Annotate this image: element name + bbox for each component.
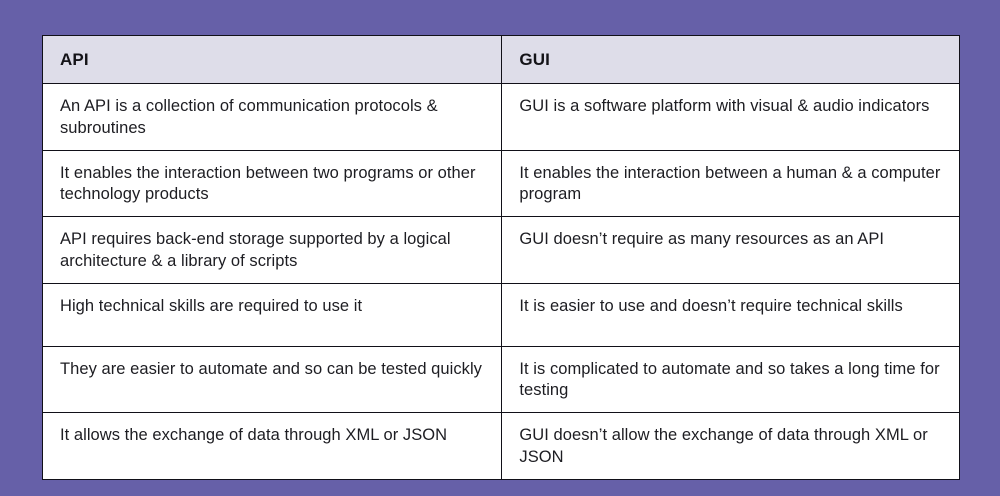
column-header-gui: GUI <box>501 35 960 84</box>
cell-api-3: API requires back-end storage supported … <box>41 216 503 284</box>
table-row: An API is a collection of communication … <box>41 83 960 151</box>
cell-text: GUI doesn’t require as many resources as… <box>519 230 885 249</box>
cell-text: It is complicated to automate and so tak… <box>519 359 940 400</box>
cell-gui-4: It is easier to use and doesn’t require … <box>501 282 960 347</box>
cell-api-1: An API is a collection of communication … <box>41 83 503 151</box>
table-header-row: API GUI <box>41 35 960 84</box>
cell-text: It enables the interaction between two p… <box>60 163 476 204</box>
cell-gui-1: GUI is a software platform with visual &… <box>501 83 960 151</box>
cell-api-4: High technical skills are required to us… <box>41 282 503 347</box>
cell-gui-6: GUI doesn’t allow the exchange of data t… <box>501 412 960 480</box>
cell-text: It is easier to use and doesn’t require … <box>519 296 903 315</box>
cell-text: They are easier to automate and so can b… <box>60 359 482 378</box>
table-row: High technical skills are required to us… <box>41 282 960 347</box>
cell-text: GUI doesn’t allow the exchange of data t… <box>519 426 928 466</box>
cell-gui-2: It enables the interaction between a hum… <box>501 149 960 218</box>
api-vs-gui-table: API GUI An API is a collection of commun… <box>41 35 960 480</box>
table-row: They are easier to automate and so can b… <box>41 345 960 414</box>
cell-text: It enables the interaction between a hum… <box>519 163 941 204</box>
table-row: It allows the exchange of data through X… <box>41 412 960 480</box>
cell-text: GUI is a software platform with visual &… <box>519 97 930 115</box>
cell-api-2: It enables the interaction between two p… <box>41 149 503 218</box>
cell-text: It allows the exchange of data through X… <box>60 426 448 445</box>
table-row: It enables the interaction between two p… <box>41 149 960 218</box>
table-header: API GUI <box>41 35 960 84</box>
cell-gui-3: GUI doesn’t require as many resources as… <box>501 216 960 284</box>
cell-api-5: They are easier to automate and so can b… <box>41 345 503 414</box>
table-row: API requires back-end storage supported … <box>41 216 960 284</box>
comparison-table-container: API GUI An API is a collection of commun… <box>41 35 960 480</box>
table-body: An API is a collection of communication … <box>41 83 960 480</box>
cell-text: An API is a collection of communication … <box>60 97 438 137</box>
cell-gui-5: It is complicated to automate and so tak… <box>501 345 960 414</box>
column-header-api: API <box>41 35 503 84</box>
cell-text: High technical skills are required to us… <box>60 296 363 315</box>
cell-api-6: It allows the exchange of data through X… <box>41 412 503 480</box>
cell-text: API requires back-end storage supported … <box>60 230 451 270</box>
